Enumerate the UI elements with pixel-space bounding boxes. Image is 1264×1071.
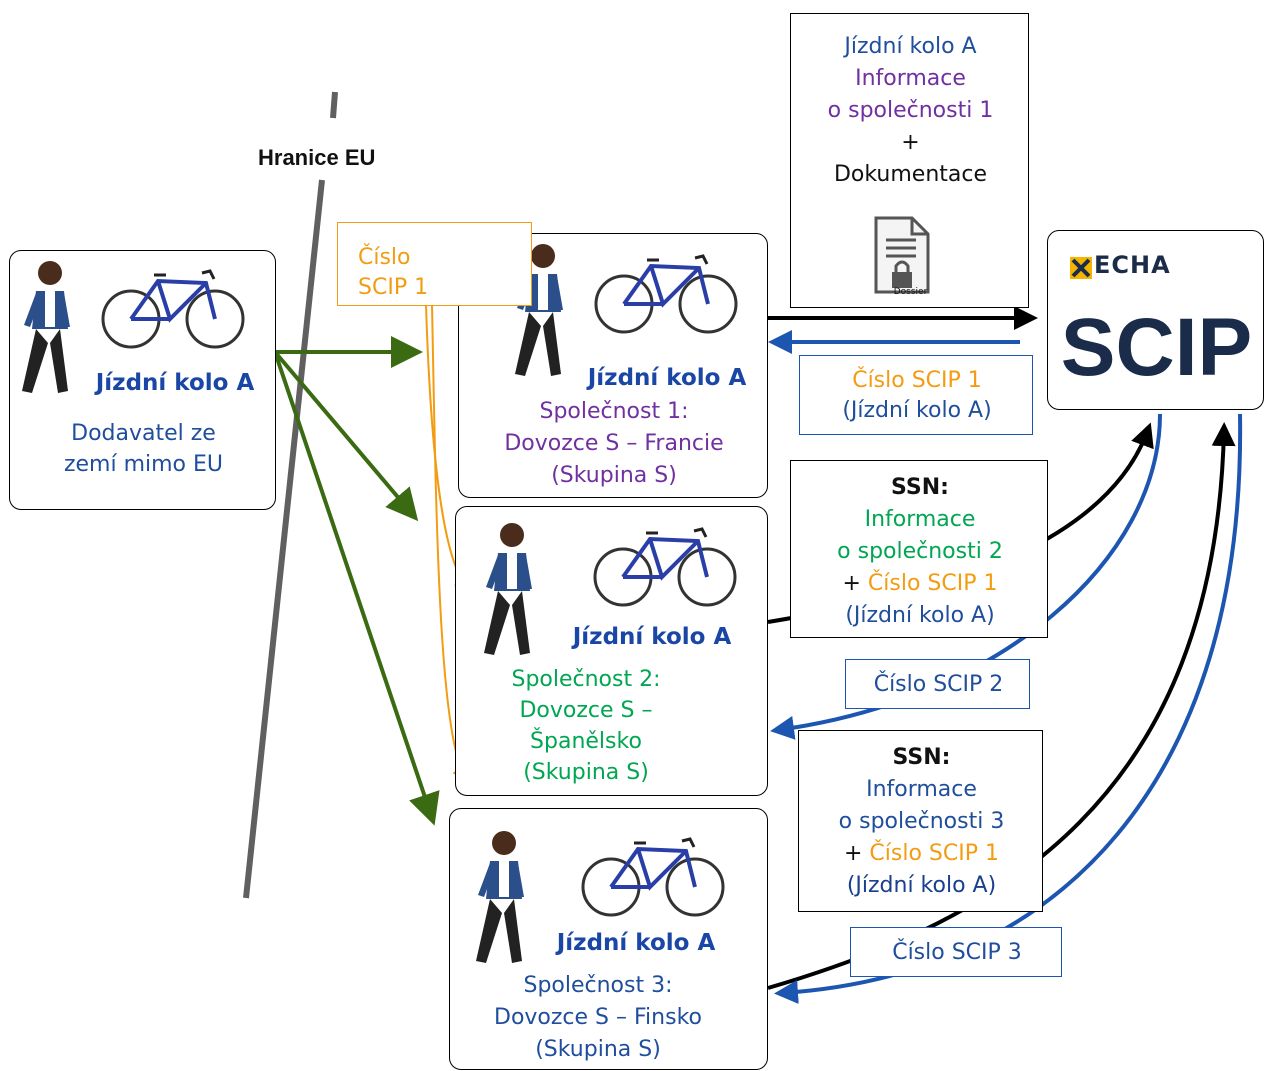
eu-border-label: Hranice EU — [258, 145, 376, 170]
company3-line2: Dovozce S – Finsko — [494, 1005, 702, 1030]
supplier-bike-label: Jízdní kolo A — [95, 370, 255, 396]
company1-line2: Dovozce S – Francie — [504, 431, 724, 456]
ssn3-line1: Informace — [866, 777, 977, 802]
ssn2-box: SSN: Informace o společnosti 2 + Číslo S… — [790, 460, 1048, 638]
reply1-box: Číslo SCIP 1 (Jízdní kolo A) — [799, 355, 1033, 435]
dossier-line1: Jízdní kolo A — [844, 34, 977, 59]
ssn3-line4: (Jízdní kolo A) — [846, 873, 997, 898]
ssn2-title: SSN: — [891, 475, 949, 500]
echa-brand: ECHA — [1094, 251, 1171, 279]
reply3-box: Číslo SCIP 3 — [850, 927, 1062, 977]
ssn2-line4: (Jízdní kolo A) — [845, 603, 995, 628]
ssn3-title: SSN: — [892, 745, 951, 770]
reply-arrow-company2 — [770, 413, 1162, 740]
company2-line3: Španělsko — [530, 729, 642, 754]
reply2-text: Číslo SCIP 2 — [873, 672, 1004, 697]
green-arrow-to-company3 — [273, 351, 440, 826]
dossier-icon-label: Dossier — [893, 287, 928, 297]
dossier-line3: o společnosti 1 — [827, 98, 994, 123]
reply2-box: Číslo SCIP 2 — [845, 659, 1030, 709]
dossier-plus: + — [901, 130, 920, 155]
company2-line4: (Skupina S) — [523, 760, 649, 785]
ssn2-line2: o společnosti 2 — [837, 539, 1003, 564]
supplier-box: Jízdní kolo A Dodavatel ze zemí mimo EU — [9, 250, 276, 510]
bicycle-icon — [101, 269, 245, 349]
echa-logo-icon — [1070, 257, 1092, 279]
supplier-line2: zemí mimo EU — [63, 452, 224, 477]
eu-border-line-main — [243, 179, 325, 899]
ssn3-box: SSN: Informace o společnosti 3 + Číslo S… — [798, 730, 1043, 912]
person-icon — [484, 523, 532, 655]
company1-box: Jízdní kolo A Společnost 1: Dovozce S – … — [458, 233, 768, 498]
ssn2-line1: Informace — [864, 507, 976, 532]
bicycle-icon — [581, 837, 725, 917]
company3-line3: (Skupina S) — [535, 1037, 661, 1062]
reply1-line1: Číslo SCIP 1 — [852, 368, 982, 393]
company3-line1: Společnost 3: — [523, 973, 673, 998]
company2-box: Jízdní kolo A Společnost 2: Dovozce S – … — [455, 506, 768, 796]
ssn2-plus: + — [842, 571, 861, 596]
bicycle-icon — [594, 254, 738, 334]
supplier-line1: Dodavatel ze — [71, 421, 216, 446]
company3-box: Jízdní kolo A Společnost 3: Dovozce S – … — [449, 808, 768, 1070]
dossier-line2: Informace — [855, 66, 966, 91]
person-icon — [22, 261, 70, 393]
company1-line1: Společnost 1: — [539, 399, 689, 424]
scip-note-line1: Číslo — [358, 245, 411, 270]
ssn3-line2: o společnosti 3 — [838, 809, 1005, 834]
company2-line1: Společnost 2: — [511, 667, 661, 692]
reply1-line2: (Jízdní kolo A) — [842, 398, 992, 423]
ssn3-line3: + Číslo SCIP 1 — [799, 839, 1044, 868]
company3-bike-label: Jízdní kolo A — [556, 930, 716, 956]
ssn3-plus: + — [843, 841, 863, 866]
ssn2-scip: Číslo SCIP 1 — [867, 571, 998, 596]
scip-product-logo: SCIP — [1060, 302, 1253, 393]
echa-scip-box: ECHA SCIP — [1047, 230, 1264, 410]
ssn3-scip: Číslo SCIP 1 — [869, 841, 999, 866]
company1-bike-label: Jízdní kolo A — [587, 365, 747, 391]
reply3-text: Číslo SCIP 3 — [892, 940, 1022, 965]
dossier-line5: Dokumentace — [833, 162, 988, 187]
green-arrow-to-company2 — [273, 350, 419, 522]
person-icon — [476, 831, 524, 963]
bicycle-icon — [593, 527, 737, 607]
dossier-icon — [874, 216, 930, 294]
company1-line3: (Skupina S) — [551, 463, 677, 488]
scip-note-line2: SCIP 1 — [358, 275, 429, 300]
ssn2-line3: + Číslo SCIP 1 — [791, 569, 1049, 598]
eu-border-line — [330, 91, 338, 119]
company2-bike-label: Jízdní kolo A — [572, 624, 732, 650]
dossier-box: Jízdní kolo A Informace o společnosti 1 … — [790, 13, 1029, 308]
scip-number-note: Číslo SCIP 1 — [337, 222, 532, 306]
company2-line2: Dovozce S – — [519, 698, 653, 723]
